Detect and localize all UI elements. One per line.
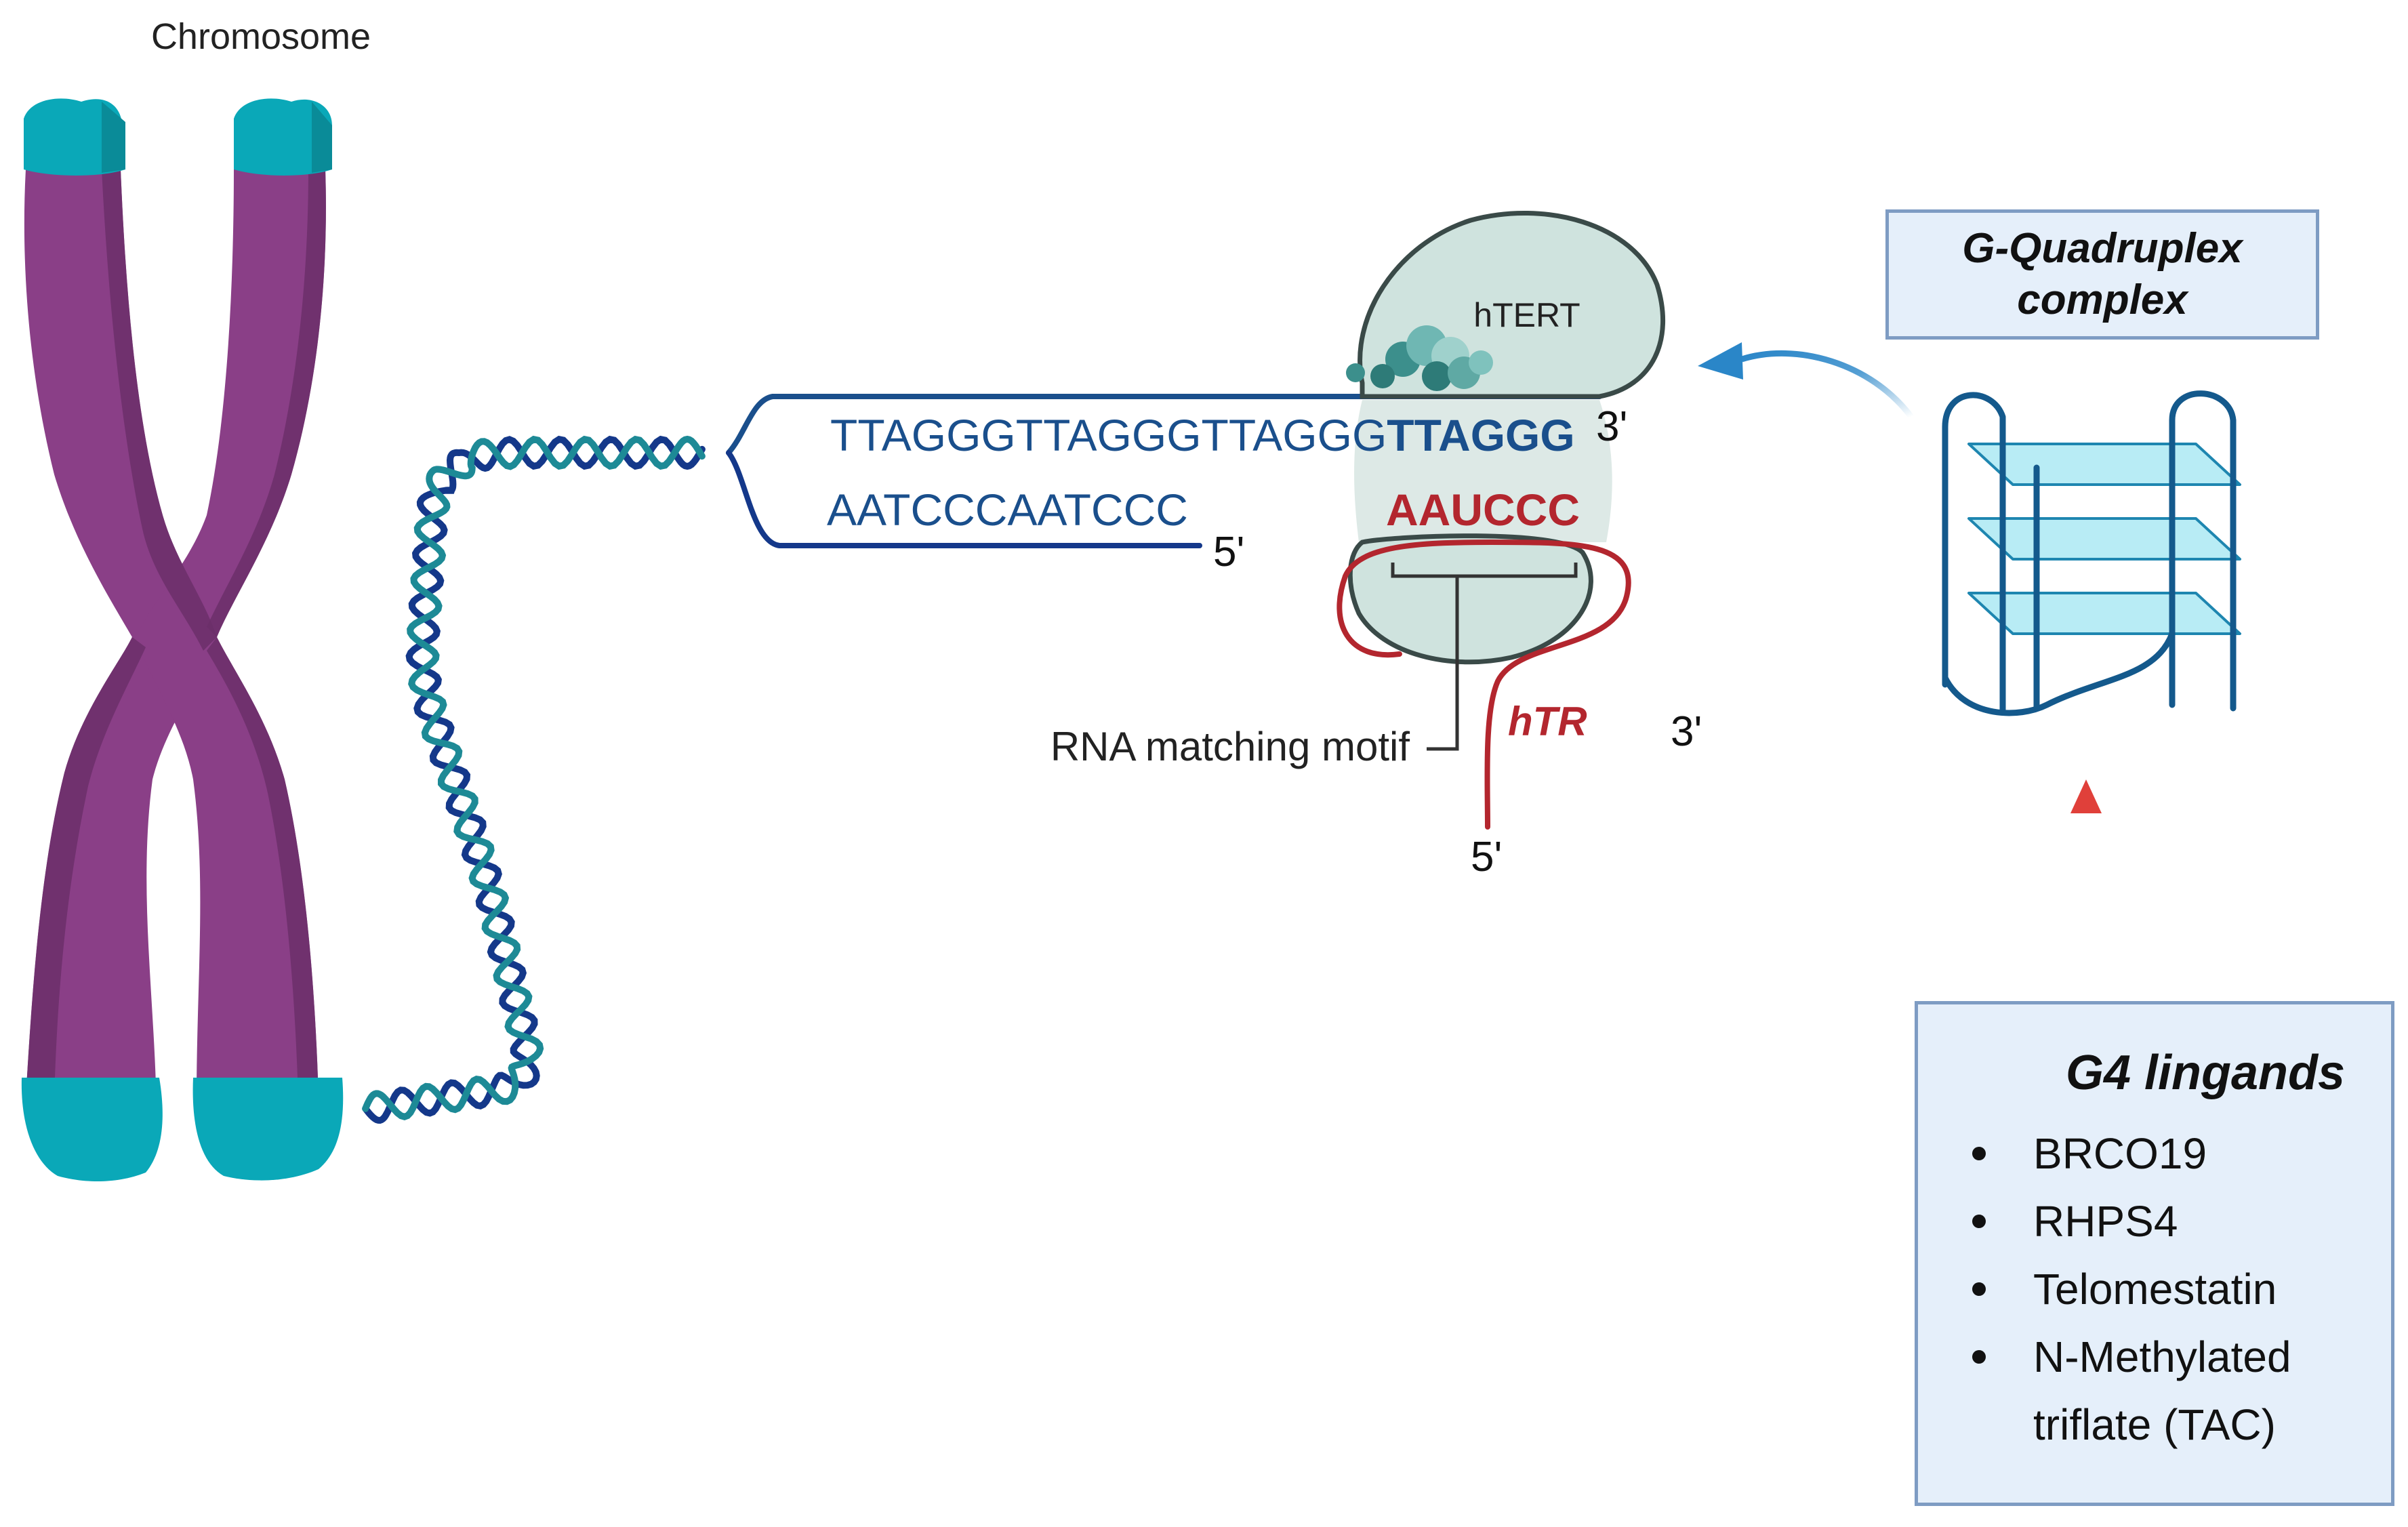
- rna-template-sequence: AAUCCC: [1386, 485, 1580, 535]
- chromosome-label: Chromosome: [151, 16, 371, 57]
- gq-loop-right: [2169, 390, 2237, 712]
- htr-rna-strand: [1336, 539, 1631, 830]
- strand-bottom-line: [726, 450, 1202, 548]
- prime-3-htr: 3': [1671, 708, 1702, 755]
- arrow-blue-head-icon: [1698, 342, 1743, 380]
- gq-bottom-loop: [1942, 630, 2176, 716]
- htert-label: hTERT: [1473, 296, 1580, 334]
- ligand-item-continuation: triflate (TAC): [2033, 1400, 2276, 1449]
- g-quadruplex-complex-box: G-Quadruplex complex: [1885, 209, 2319, 340]
- dna-double-helix: [362, 435, 706, 1124]
- ligand-item-text: Telomestatin: [2033, 1265, 2277, 1314]
- telomere-cap-shade: [102, 102, 332, 173]
- ligand-item: RHPS4: [1972, 1187, 2291, 1255]
- prime-3-top: 3': [1596, 403, 1627, 450]
- chromosome-shade-3: [207, 637, 319, 1098]
- gq-loop-left: [1942, 392, 2006, 715]
- g4-ligands-list: BRCO19 RHPS4 Telomestatin N-Methylated tr…: [1972, 1120, 2291, 1459]
- telomere-cap-bottom-left: [21, 1078, 163, 1182]
- prime-5-htr: 5': [1471, 834, 1502, 880]
- inhibition-arrow-blue: [1698, 342, 1914, 419]
- gq-box-line2: complex: [2017, 277, 2188, 323]
- gq-plate-2: [1967, 517, 2241, 561]
- gq-box-line1: G-Quadruplex: [1962, 225, 2243, 272]
- htr-label: hTR: [1508, 699, 1587, 744]
- chromosome-shade-4: [26, 637, 146, 1098]
- bullet-icon: [1972, 1215, 1986, 1228]
- chromosome-shade: [102, 169, 217, 651]
- arrow-red-head-icon: [2070, 779, 2102, 813]
- ligand-item-text: BRCO19: [2033, 1129, 2207, 1178]
- bullet-icon: [1972, 1147, 1986, 1160]
- strand-top-line: [726, 394, 1602, 455]
- arrow-blue-shaft: [1740, 350, 1914, 419]
- htert-enzyme: [1346, 211, 1666, 751]
- g4-ligands-title: G4 lingands: [2065, 1046, 2346, 1100]
- ligand-item: Telomestatin: [1972, 1255, 2291, 1323]
- gq-plate-3: [1967, 592, 2241, 635]
- strand-top-sequence: TTAGGGTTAGGGTTAGGGTTAGGG: [830, 410, 1575, 460]
- ligand-item-text: RHPS4: [2033, 1197, 2178, 1246]
- telomere-strands: [726, 394, 1602, 548]
- strand-bottom-sequence: AATCCCAATCCC: [827, 485, 1188, 535]
- dna-strand-teal: [362, 435, 706, 1120]
- telomere-cap-top-left: [24, 98, 125, 176]
- rna-motif-bracket: [1391, 563, 1578, 751]
- bullet-icon: [1972, 1350, 1986, 1364]
- chromosome-shade-2: [207, 169, 326, 637]
- g4-ligands-box: G4 lingands BRCO19 RHPS4 Telomestatin N-…: [1915, 1001, 2394, 1506]
- ligand-item-text: N-Methylated: [2033, 1332, 2291, 1381]
- htert-lower-lobe: [1347, 533, 1593, 665]
- prime-5-bottom: 5': [1213, 529, 1244, 575]
- dna-strand-navy: [362, 435, 706, 1124]
- strand-top-sequence-plain: TTAGGGTTAGGGTTAGGG: [830, 410, 1387, 460]
- telomere-cap-top-right: [234, 98, 332, 176]
- ligand-item: N-Methylated triflate (TAC): [1972, 1323, 2291, 1459]
- ligand-arrow-red: [2070, 779, 2102, 962]
- htert-body-shadow: [1354, 400, 1612, 542]
- chromosome: [21, 98, 344, 1182]
- rna-motif-label: RNA matching motif: [1050, 724, 1410, 769]
- strand-top-sequence-bold: TTAGGG: [1387, 410, 1574, 460]
- ligand-item: BRCO19: [1972, 1120, 2291, 1187]
- molecule-cluster-icon: [1346, 325, 1493, 391]
- gq-plate-1: [1967, 443, 2241, 486]
- telomere-cap-bottom-right: [192, 1078, 344, 1181]
- g-quadruplex-icon: [1942, 390, 2241, 716]
- chromosome-arm-right: [136, 169, 326, 1098]
- bullet-icon: [1972, 1282, 1986, 1296]
